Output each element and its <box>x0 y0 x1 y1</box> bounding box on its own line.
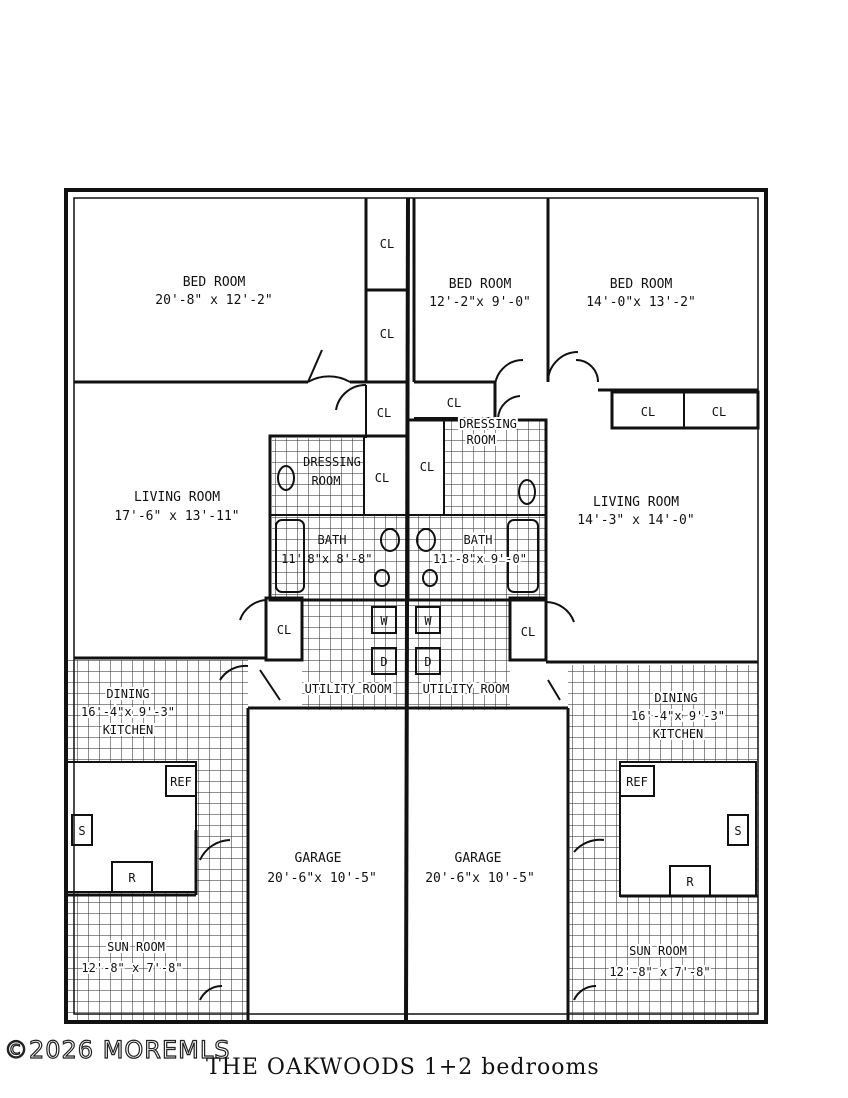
tiled-floors <box>65 420 758 1020</box>
right-dining-line1: DINING <box>654 691 697 705</box>
right-dressing-tiles <box>444 420 545 515</box>
right-dressing-line2: ROOM <box>467 433 496 447</box>
left-dining-line1: DINING <box>106 687 149 701</box>
left-washer: W <box>380 614 388 628</box>
left-dressing-tiles <box>272 438 364 515</box>
plan-caption: THE OAKWOODS 1+2 bedrooms <box>206 1055 600 1080</box>
left-unit-labels: BED ROOM 20'-8" x 12'-2" CL CL CL LIVING… <box>78 237 394 977</box>
left-utility: UTILITY ROOM <box>305 682 392 696</box>
left-living-dims: 17'-6" x 13'-11" <box>114 509 239 524</box>
right-closet-a: CL <box>641 405 655 419</box>
right-bedroom-large-dims: 14'-0"x 13'-2" <box>586 295 696 310</box>
left-closet-upper: CL <box>380 237 394 251</box>
right-bedroom-small-name: BED ROOM <box>449 277 512 292</box>
right-sun-dims: 12'-8" x 7'-8" <box>609 965 710 979</box>
left-dining-line2: 16'-4"x 9'-3" <box>81 705 175 719</box>
right-ref: REF <box>626 775 648 789</box>
right-unit-labels: BED ROOM 12'-2"x 9'-0" BED ROOM 14'-0"x … <box>420 277 742 981</box>
left-sun-name: SUN ROOM <box>107 940 165 954</box>
right-kitchen-label: KITCHEN <box>653 727 704 741</box>
walls <box>64 188 768 1024</box>
left-dryer: D <box>380 655 387 669</box>
right-living-dims: 14'-3" x 14'-0" <box>577 513 694 528</box>
left-dressing-closet: CL <box>375 471 389 485</box>
left-bath-name: BATH <box>318 533 347 547</box>
left-garage-dims: 20'-6"x 10'-5" <box>267 871 377 886</box>
right-dressing-closet: CL <box>420 460 434 474</box>
right-living-name: LIVING ROOM <box>593 495 679 510</box>
left-dressing-line2: ROOM <box>312 474 341 488</box>
left-kitchen-label: KITCHEN <box>103 723 154 737</box>
left-bath-tub: 11' <box>281 552 303 566</box>
right-range: R <box>686 875 694 889</box>
right-dining-line2: 16'-4"x 9'-3" <box>631 709 725 723</box>
left-sink: S <box>78 824 85 838</box>
right-garage-name: GARAGE <box>455 851 502 866</box>
left-bedroom-name: BED ROOM <box>183 275 246 290</box>
right-bedroom-large-name: BED ROOM <box>610 277 673 292</box>
left-garage-name: GARAGE <box>295 851 342 866</box>
copyright-watermark: ©2026 MOREMLS <box>3 1035 231 1064</box>
left-entry-closet: CL <box>277 623 291 637</box>
right-utility: UTILITY ROOM <box>423 682 510 696</box>
left-closet-lower: CL <box>380 327 394 341</box>
right-closet-b: CL <box>712 405 726 419</box>
right-dressing-line1: DRESSING <box>459 417 517 431</box>
left-bedroom-dims: 20'-8" x 12'-2" <box>155 293 272 308</box>
right-entry-closet: CL <box>521 625 535 639</box>
left-sun-dims: 12'-8" x 7'-8" <box>81 961 182 975</box>
left-bath-dims: 8"x 8'-8" <box>307 552 372 566</box>
left-range: R <box>128 871 136 885</box>
right-bath-name: BATH <box>464 533 493 547</box>
right-bath-dims: 11'-8"x 9'-0" <box>433 552 527 566</box>
left-ref: REF <box>170 775 192 789</box>
right-bedroom-small-dims: 12'-2"x 9'-0" <box>429 295 531 310</box>
right-garage-dims: 20'-6"x 10'-5" <box>425 871 535 886</box>
right-dryer: D <box>424 655 431 669</box>
right-closet-hall: CL <box>447 396 461 410</box>
left-closet-hall: CL <box>377 406 391 420</box>
left-dressing-line1: DRESSING <box>303 455 361 469</box>
door-swings <box>199 349 605 1001</box>
left-living-name: LIVING ROOM <box>134 490 220 505</box>
right-sink: S <box>734 824 741 838</box>
right-washer: W <box>424 614 432 628</box>
right-sun-name: SUN ROOM <box>629 944 687 958</box>
